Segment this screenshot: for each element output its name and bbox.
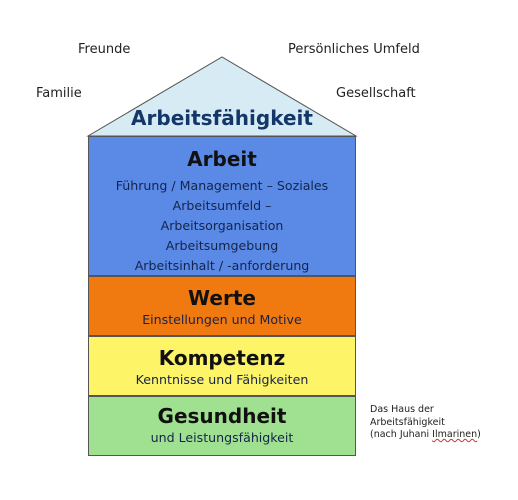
arbeit-lines: Führung / Management – Soziales Arbeitsu… — [89, 176, 355, 276]
diagram-caption: Das Haus der Arbeitsfähigkeit (nach Juha… — [370, 404, 481, 442]
kompetenz-title: Kompetenz — [158, 346, 286, 370]
floor-arbeit: Arbeit Führung / Management – Soziales A… — [88, 136, 356, 276]
label-family: Familie — [36, 86, 82, 101]
werte-subtitle: Einstellungen und Motive — [142, 312, 302, 327]
caption-author: Ilmarinen — [432, 429, 478, 440]
arbeit-line: Arbeitsorganisation — [160, 218, 284, 233]
roof-title: Arbeitsfähigkeit — [131, 106, 313, 130]
arbeit-line: Führung / Management – Soziales — [115, 178, 329, 193]
caption-line: Arbeitsfähigkeit — [370, 416, 445, 428]
caption-line: Das Haus der — [370, 404, 434, 415]
arbeit-title: Arbeit — [187, 147, 257, 171]
caption-prefix: (nach Juhani — [370, 429, 433, 440]
label-society: Gesellschaft — [336, 86, 416, 101]
arbeit-line: Arbeitsumgebung — [165, 238, 279, 253]
label-personal-environment: Persönliches Umfeld — [288, 42, 420, 57]
caption-suffix: ) — [477, 429, 481, 440]
caption-line: (nach Juhani Ilmarinen) — [370, 429, 481, 442]
floor-werte: Werte Einstellungen und Motive — [88, 276, 356, 336]
arbeit-line: Arbeitsumfeld – — [172, 198, 272, 213]
floor-gesundheit: Gesundheit und Leistungsfähigkeit — [88, 396, 356, 456]
floor-kompetenz: Kompetenz Kenntnisse und Fähigkeiten — [88, 336, 356, 396]
werte-title: Werte — [188, 286, 256, 310]
gesundheit-subtitle: und Leistungsfähigkeit — [150, 430, 294, 445]
arbeit-line: Arbeitsinhalt / -anforderung — [134, 258, 310, 273]
gesundheit-title: Gesundheit — [157, 404, 287, 428]
label-friends: Freunde — [78, 42, 131, 57]
kompetenz-subtitle: Kenntnisse und Fähigkeiten — [135, 372, 309, 387]
